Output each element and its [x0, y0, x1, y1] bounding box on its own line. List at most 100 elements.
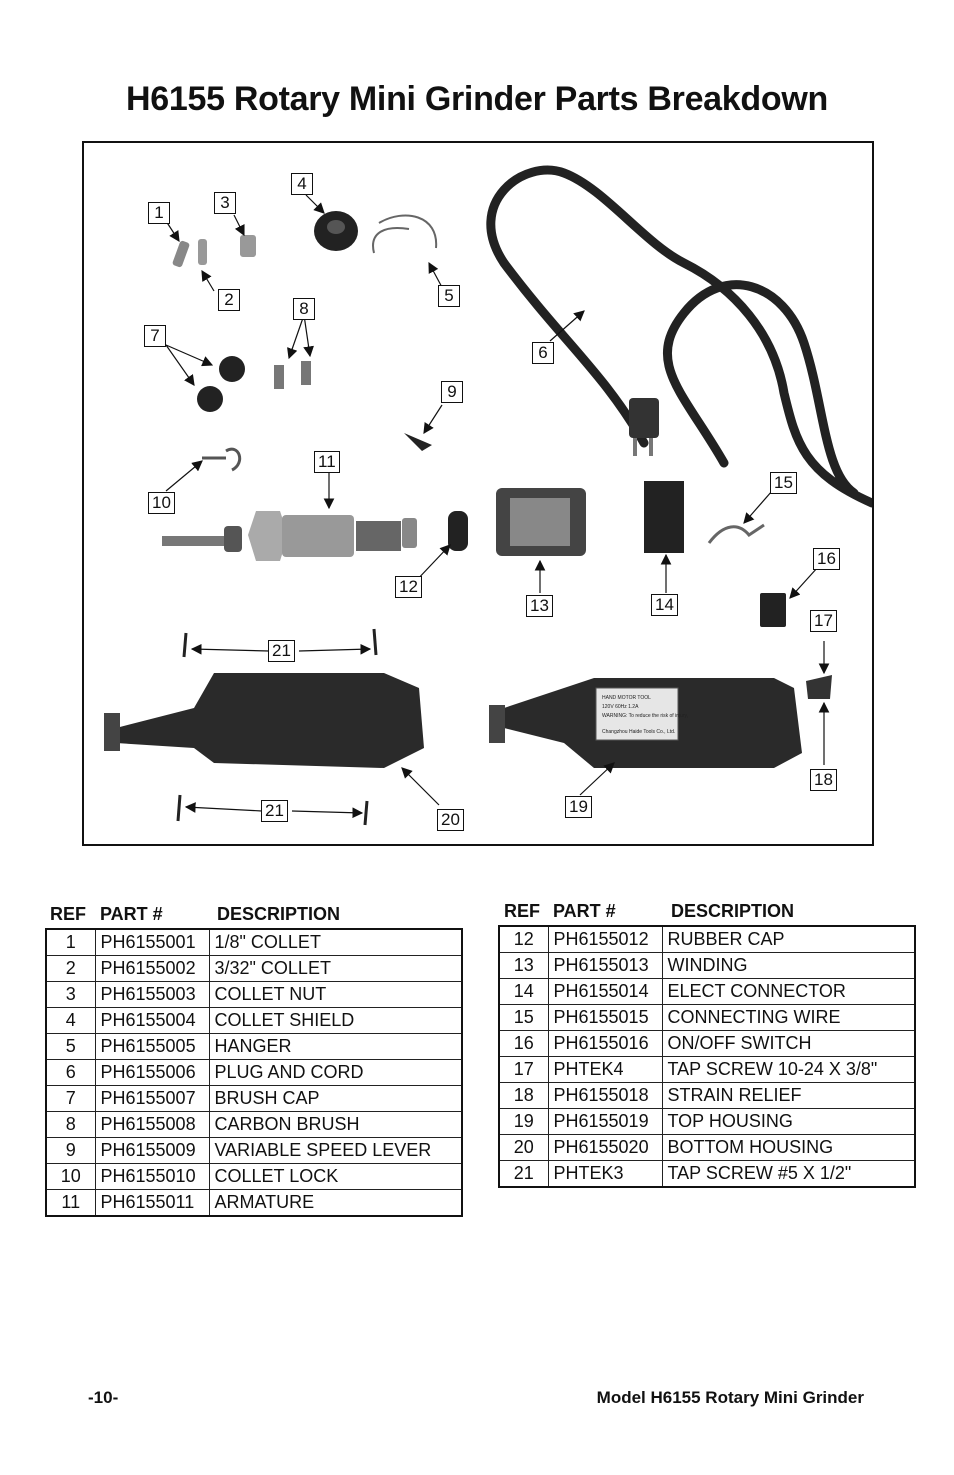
part-number-cell: PH6155013 — [547, 952, 663, 979]
ref-cell: 4 — [45, 1007, 96, 1034]
left-table-header: REF PART # DESCRIPTION — [50, 904, 470, 926]
collet-2-illustration — [198, 239, 207, 265]
label-line-4: Changzhou Haide Tools Co., Ltd. — [602, 729, 675, 735]
callout-12: 12 — [395, 576, 422, 598]
part-number-cell: PH6155020 — [547, 1134, 663, 1161]
label-line-3: WARNING: To reduce the risk of injury, — [602, 713, 688, 719]
part-number-cell: PH6155014 — [547, 978, 663, 1005]
ref-cell: 12 — [498, 925, 549, 953]
connecting-wire-illustration — [707, 523, 765, 544]
page-number: -10- — [88, 1388, 119, 1407]
description-cell: 3/32" COLLET — [208, 955, 463, 982]
part-number-cell: PH6155001 — [94, 928, 210, 956]
leader-arrows — [165, 194, 830, 819]
part-number-cell: PH6155012 — [547, 925, 663, 953]
parts-diagram: HAND MOTOR TOOL 120V 60Hz 1.2A WARNING: … — [82, 141, 874, 846]
elect-connector-illustration — [644, 481, 684, 553]
description-header: DESCRIPTION — [217, 904, 341, 924]
speed-lever-illustration — [404, 433, 432, 451]
callout-21-bottom: 21 — [261, 800, 288, 822]
screw-illustration — [182, 632, 188, 658]
description-cell: COLLET LOCK — [208, 1163, 463, 1190]
callout-7: 7 — [144, 325, 166, 347]
part-number-cell: PH6155007 — [94, 1085, 210, 1112]
part-number-cell: PHTEK4 — [547, 1056, 663, 1083]
callout-17: 17 — [810, 610, 837, 632]
carbon-brush-illustration — [274, 365, 284, 389]
callout-19: 19 — [565, 796, 592, 818]
description-cell: VARIABLE SPEED LEVER — [208, 1137, 463, 1164]
ref-cell: 2 — [45, 955, 96, 982]
ref-cell: 13 — [498, 952, 549, 979]
part-number-cell: PH6155002 — [94, 955, 210, 982]
ref-cell: 17 — [498, 1056, 549, 1083]
description-cell: TAP SCREW 10-24 X 3/8" — [661, 1056, 916, 1083]
callout-20: 20 — [437, 809, 464, 831]
ref-cell: 19 — [498, 1108, 549, 1135]
hanger-illustration — [372, 214, 438, 254]
housing-label-text: HAND MOTOR TOOL 120V 60Hz 1.2A WARNING: … — [602, 695, 688, 735]
callout-9: 9 — [441, 381, 463, 403]
description-cell: CARBON BRUSH — [208, 1111, 463, 1138]
right-table-header: REF PART # DESCRIPTION — [504, 901, 924, 923]
part-number-cell: PH6155008 — [94, 1111, 210, 1138]
callout-18: 18 — [810, 769, 837, 791]
label-line-2: 120V 60Hz 1.2A — [602, 704, 639, 710]
part-number-cell: PH6155005 — [94, 1033, 210, 1060]
ref-cell: 15 — [498, 1004, 549, 1031]
part-number-cell: PH6155009 — [94, 1137, 210, 1164]
description-cell: BOTTOM HOUSING — [661, 1134, 916, 1161]
part-number-cell: PHTEK3 — [547, 1160, 663, 1188]
callout-15: 15 — [770, 472, 797, 494]
rubber-cap-illustration — [448, 511, 468, 551]
ref-cell: 21 — [498, 1160, 549, 1188]
part-number-cell: PH6155010 — [94, 1163, 210, 1190]
description-header: DESCRIPTION — [671, 901, 795, 921]
callout-2: 2 — [218, 289, 240, 311]
callout-4: 4 — [291, 173, 313, 195]
ref-cell: 7 — [45, 1085, 96, 1112]
strain-relief-illustration — [806, 675, 832, 699]
collet-nut-illustration — [240, 235, 256, 257]
top-housing-illustration — [489, 678, 802, 768]
part-number-cell: PH6155015 — [547, 1004, 663, 1031]
callout-8: 8 — [293, 298, 315, 320]
winding-illustration — [496, 488, 586, 556]
description-cell: ON/OFF SWITCH — [661, 1030, 916, 1057]
ref-cell: 8 — [45, 1111, 96, 1138]
label-line-1: HAND MOTOR TOOL — [602, 695, 651, 701]
collet-1-illustration — [172, 240, 190, 268]
description-cell: WINDING — [661, 952, 916, 979]
callout-5: 5 — [438, 285, 460, 307]
callout-10: 10 — [148, 492, 175, 514]
description-cell: BRUSH CAP — [208, 1085, 463, 1112]
callout-3: 3 — [214, 192, 236, 214]
description-cell: TOP HOUSING — [661, 1108, 916, 1135]
ref-cell: 11 — [45, 1189, 96, 1217]
ref-cell: 5 — [45, 1033, 96, 1060]
part-number-cell: PH6155016 — [547, 1030, 663, 1057]
ref-cell: 20 — [498, 1134, 549, 1161]
description-cell: HANGER — [208, 1033, 463, 1060]
ref-cell: 6 — [45, 1059, 96, 1086]
description-cell: ELECT CONNECTOR — [661, 978, 916, 1005]
footer-model: Model H6155 Rotary Mini Grinder — [596, 1388, 864, 1407]
description-cell: PLUG AND CORD — [208, 1059, 463, 1086]
callout-14: 14 — [651, 594, 678, 616]
callout-6: 6 — [532, 342, 554, 364]
ref-cell: 9 — [45, 1137, 96, 1164]
